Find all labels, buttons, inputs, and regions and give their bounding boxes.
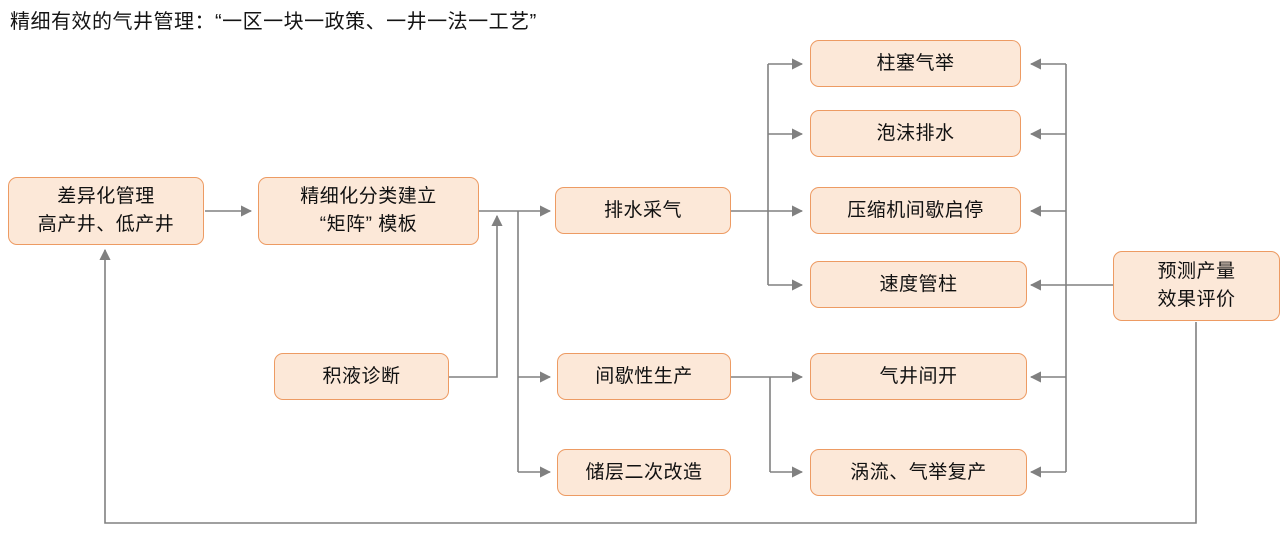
node-vortex-gaslift-recovery[interactable]: 涡流、气举复产 (810, 449, 1027, 496)
node-label-line2: 效果评价 (1157, 289, 1236, 310)
node-classification-matrix[interactable]: 精细化分类建立 “矩阵” 模板 (258, 177, 479, 245)
edge-forecast-feedback-to-diffmgmt (99, 248, 1197, 524)
node-label-line1: 压缩机间歇启停 (847, 199, 984, 221)
node-label-line1: 储层二次改造 (585, 461, 703, 483)
node-production-forecast-evaluation[interactable]: 预测产量 效果评价 (1113, 251, 1280, 321)
node-label-line1: 速度管柱 (879, 273, 958, 295)
node-velocity-string[interactable]: 速度管柱 (810, 261, 1027, 308)
node-reservoir-restimulation[interactable]: 储层二次改造 (557, 449, 731, 496)
page-title: 精细有效的气井管理：“一区一块一政策、一井一法一工艺” (10, 11, 537, 33)
edge-diagnosis-to-matrix (449, 214, 503, 378)
node-label-line1: 柱塞气举 (876, 52, 955, 74)
node-label-line1: 差异化管理 (57, 186, 155, 207)
node-intermittent-production[interactable]: 间歇性生产 (557, 353, 731, 400)
node-compressor-intermittent[interactable]: 压缩机间歇启停 (810, 187, 1021, 234)
node-plunger-gas-lift[interactable]: 柱塞气举 (810, 40, 1021, 87)
node-liquid-loading-diagnosis[interactable]: 积液诊断 (274, 353, 449, 400)
node-drainage-gas-recovery[interactable]: 排水采气 (555, 187, 731, 234)
node-label-line1: 排水采气 (603, 199, 682, 221)
node-label-line1: 积液诊断 (322, 365, 401, 387)
node-label-line2: 高产井、低产井 (37, 214, 175, 235)
node-label-line1: 气井间开 (879, 365, 958, 387)
node-label-line2: “矩阵” 模板 (319, 214, 418, 235)
node-label-line1: 涡流、气举复产 (850, 461, 987, 483)
node-differentiated-management[interactable]: 差异化管理 高产井、低产井 (8, 177, 204, 245)
node-label-line1: 泡沫排水 (876, 122, 955, 144)
node-well-intermittent-open[interactable]: 气井间开 (810, 353, 1027, 400)
node-label-line1: 精细化分类建立 (300, 186, 437, 207)
node-label-line1: 间歇性生产 (595, 365, 693, 387)
node-label-line1: 预测产量 (1157, 261, 1236, 282)
node-foam-drainage[interactable]: 泡沫排水 (810, 110, 1021, 157)
